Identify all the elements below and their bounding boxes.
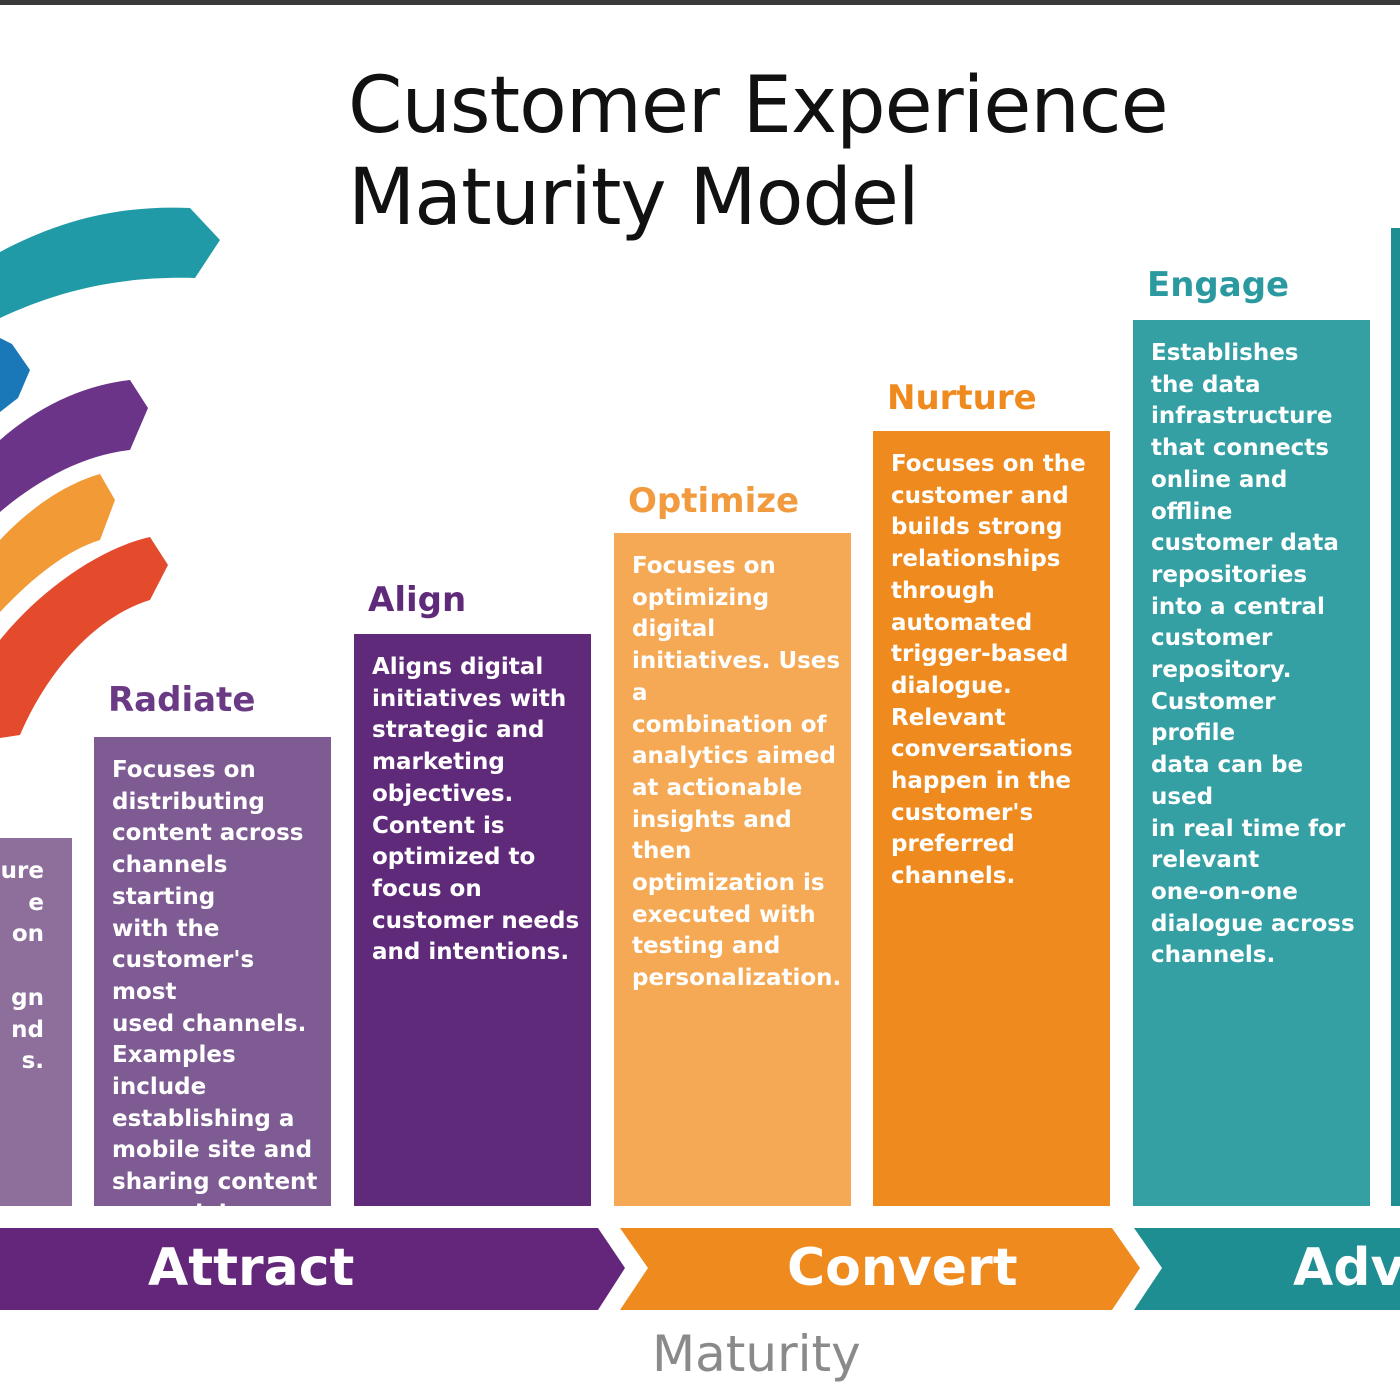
- stage-box-advocate-partial: [1391, 228, 1400, 1206]
- axis-label-maturity: Maturity: [652, 1325, 861, 1383]
- advocate-band: [1134, 1228, 1400, 1310]
- orange-arc: [0, 474, 115, 612]
- diagram-title: Customer Experience Maturity Model: [348, 60, 1169, 244]
- stage-box-partial: ure e on gn nd s.: [0, 838, 72, 1206]
- convert-band: [620, 1228, 1140, 1310]
- purple-arc: [0, 380, 148, 512]
- stage-box-optimize: Focuses on optimizing digital initiative…: [614, 533, 851, 1206]
- attract-band: [0, 1228, 625, 1310]
- stage-radiate-description: Focuses on distributing content across c…: [112, 757, 318, 1259]
- stage-box-align: Aligns digital initiatives with strategi…: [354, 634, 591, 1206]
- red-arc: [0, 537, 168, 738]
- phase-label-attract: Attract: [148, 1238, 355, 1298]
- title-line-2: Maturity Model: [348, 153, 920, 243]
- teal-arc: [0, 207, 220, 318]
- stage-optimize-description: Focuses on optimizing digital initiative…: [632, 553, 842, 992]
- stage-engage-description: Establishes the data infrastructure that…: [1151, 340, 1355, 969]
- stage-label-optimize: Optimize: [628, 481, 800, 521]
- stage-partial-description: ure e on gn nd s.: [0, 858, 44, 1075]
- stage-label-nurture: Nurture: [887, 378, 1037, 418]
- stage-box-radiate: Focuses on distributing content across c…: [94, 737, 331, 1259]
- stage-label-engage: Engage: [1147, 265, 1290, 305]
- blue-arc: [0, 338, 30, 412]
- stage-nurture-description: Focuses on the customer and builds stron…: [891, 451, 1086, 890]
- stage-box-nurture: Focuses on the customer and builds stron…: [873, 431, 1110, 1206]
- stage-align-description: Aligns digital initiatives with strategi…: [372, 654, 580, 966]
- title-line-1: Customer Experience: [348, 61, 1169, 151]
- phase-label-advocate: Advo: [1293, 1238, 1400, 1298]
- top-border: [0, 0, 1400, 5]
- stage-label-radiate: Radiate: [108, 680, 256, 720]
- phase-label-convert: Convert: [787, 1238, 1018, 1298]
- stage-box-engage: Establishes the data infrastructure that…: [1133, 320, 1370, 1206]
- logo-arcs-graphic: [0, 207, 220, 738]
- stage-label-align: Align: [368, 580, 467, 620]
